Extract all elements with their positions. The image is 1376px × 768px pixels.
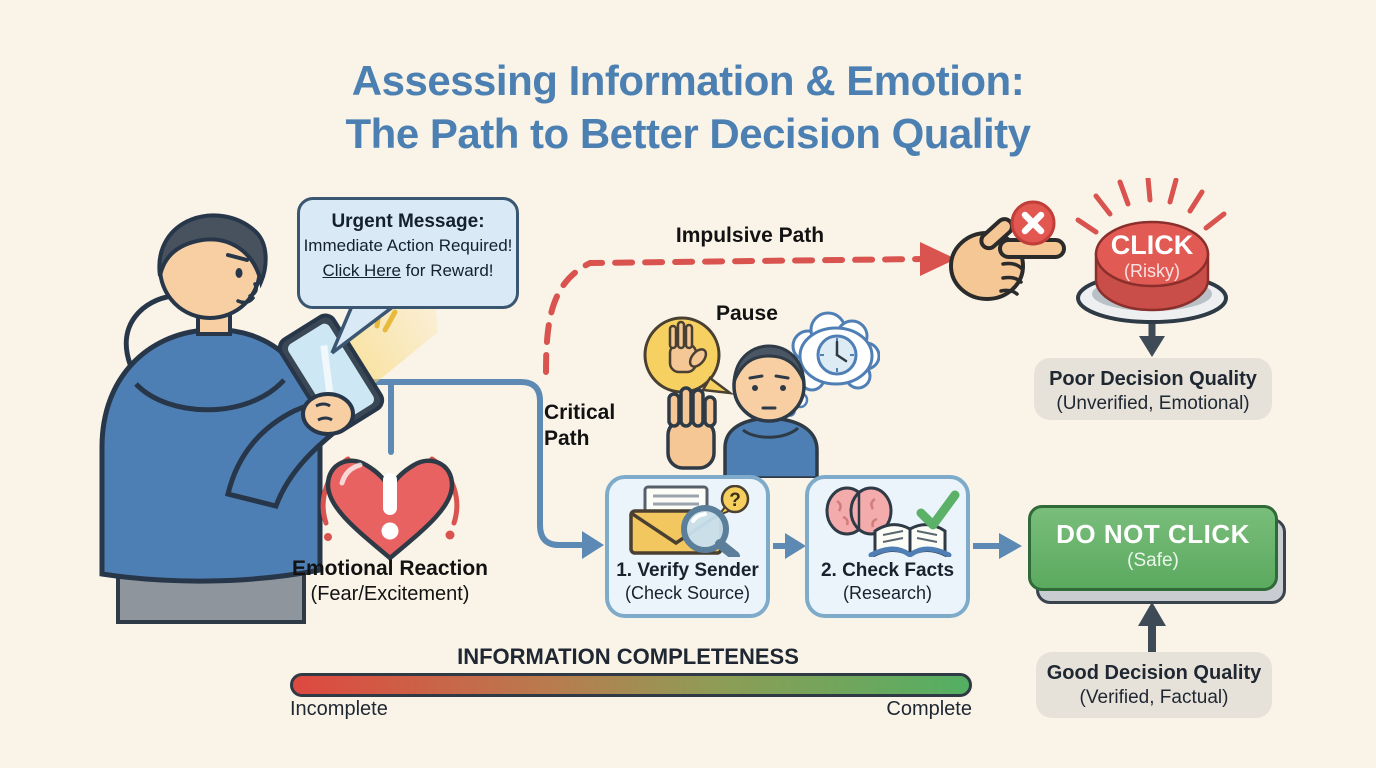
safe-do-not-click-button[interactable]: DO NOT CLICK (Safe) bbox=[1028, 505, 1278, 591]
impulsive-path-line bbox=[543, 256, 925, 375]
pause-label: Pause bbox=[716, 302, 778, 325]
stop-hand-bubble-icon bbox=[643, 316, 735, 395]
good-decision-subtitle: (Verified, Factual) bbox=[1079, 687, 1229, 708]
impulsive-arrowhead bbox=[920, 242, 956, 276]
emotional-heart-icon bbox=[320, 456, 460, 561]
pointing-hand-illustration bbox=[949, 200, 1066, 301]
urgent-message-body: Immediate Action Required! bbox=[303, 236, 513, 255]
raised-hand-icon bbox=[666, 386, 717, 470]
page-title: Assessing Information & Emotion: The Pat… bbox=[0, 54, 1376, 160]
completeness-scale-title: INFORMATION COMPLETENESS bbox=[457, 644, 799, 669]
alert-rays-icon bbox=[1075, 178, 1227, 235]
scale-left-label: Incomplete bbox=[290, 698, 388, 720]
good-decision-title: Good Decision Quality bbox=[1046, 662, 1262, 684]
pause-person-body bbox=[723, 417, 819, 478]
critical-arrowhead bbox=[582, 531, 604, 559]
person-hand bbox=[301, 392, 355, 436]
exclamation-icon bbox=[383, 473, 397, 515]
risky-click-button[interactable]: CLICK (Risky) bbox=[1070, 178, 1235, 328]
person-eyebrow bbox=[226, 253, 249, 262]
poor-decision-title: Poor Decision Quality bbox=[1049, 368, 1257, 390]
risky-button-sublabel: (Risky) bbox=[1124, 261, 1180, 281]
step-card-verify-sender: ? 1. Verify Sender (Check Source) bbox=[605, 475, 770, 618]
impulsive-path-label: Impulsive Path bbox=[675, 224, 825, 247]
good-decision-box: Good Decision Quality (Verified, Factual… bbox=[1036, 652, 1272, 718]
person-nose bbox=[248, 282, 258, 298]
good-to-safe-arrowhead bbox=[1138, 602, 1166, 626]
risky-to-poor-arrowhead bbox=[1139, 336, 1165, 357]
step1-to-step2-arrowhead bbox=[785, 533, 806, 559]
bubble-tail bbox=[330, 306, 396, 355]
person-hair bbox=[157, 213, 268, 289]
step2-subtitle: (Research) bbox=[842, 583, 933, 603]
person-smile bbox=[236, 296, 255, 305]
page-title-line1: Assessing Information & Emotion: bbox=[351, 57, 1025, 104]
critical-path-line bbox=[349, 379, 587, 548]
urgent-message-bubble: Urgent Message: Immediate Action Require… bbox=[297, 197, 519, 309]
pause-person-illustration bbox=[643, 311, 880, 478]
thought-bubble-clock-icon bbox=[784, 311, 880, 417]
page-title-line2: The Path to Better Decision Quality bbox=[345, 110, 1031, 157]
risky-button-label: CLICK bbox=[1111, 230, 1194, 260]
person-eye bbox=[235, 268, 243, 278]
brain-book-check-icon bbox=[825, 486, 959, 557]
step1-title: 1. Verify Sender bbox=[616, 560, 759, 581]
step2-to-safe-arrowhead bbox=[999, 533, 1022, 559]
scale-right-label: Complete bbox=[886, 698, 972, 720]
step1-subtitle: (Check Source) bbox=[624, 583, 751, 603]
envelope-magnifier-icon: ? bbox=[628, 485, 749, 557]
hood-line bbox=[134, 378, 286, 413]
safe-button-group: DO NOT CLICK (Safe) bbox=[1028, 505, 1286, 605]
pause-person-hair bbox=[732, 344, 806, 383]
pause-person-hoodline bbox=[742, 426, 800, 439]
critical-path-label: Critical Path bbox=[544, 401, 616, 450]
poor-decision-subtitle: (Unverified, Emotional) bbox=[1056, 393, 1250, 414]
step2-title: 2. Check Facts bbox=[820, 560, 955, 581]
emotional-reaction-caption: Emotional Reaction (Fear/Excitement) bbox=[291, 557, 489, 605]
completeness-gradient-bar bbox=[290, 673, 972, 697]
click-here-link[interactable]: Click Here bbox=[322, 261, 401, 280]
poor-decision-box: Poor Decision Quality (Unverified, Emoti… bbox=[1034, 358, 1272, 420]
safe-button-label: DO NOT CLICK bbox=[1056, 519, 1250, 549]
urgent-message-heading: Urgent Message: bbox=[331, 211, 485, 232]
urgent-message-link-line: Click Here for Reward! bbox=[300, 258, 516, 284]
hood-back bbox=[123, 293, 173, 365]
link-suffix: for Reward! bbox=[400, 261, 494, 280]
safe-button-sublabel: (Safe) bbox=[1127, 550, 1179, 571]
checkmark-icon bbox=[916, 490, 959, 530]
person-fingers bbox=[315, 402, 333, 422]
question-mark-glyph: ? bbox=[729, 490, 741, 511]
completeness-scale-labels: Incomplete Complete bbox=[290, 698, 972, 721]
step-card-check-facts: 2. Check Facts (Research) bbox=[805, 475, 970, 618]
